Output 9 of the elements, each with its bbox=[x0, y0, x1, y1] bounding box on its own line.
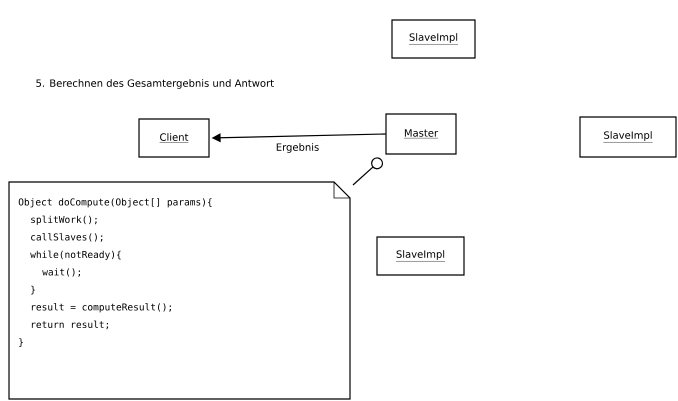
class-box: SlaveImpl bbox=[391, 19, 476, 59]
class-box: Master bbox=[385, 113, 457, 155]
note-box: Object doCompute(Object[] params){ splitWork(); callSlaves(); while(notReady){ wait(); } result = computeResult(); return result; } bbox=[8, 181, 351, 400]
arrow bbox=[352, 157, 384, 186]
class-box: Client bbox=[138, 118, 210, 158]
class-box: SlaveImpl bbox=[579, 116, 677, 158]
edge-label: Ergebnis bbox=[274, 142, 320, 154]
class-box: SlaveImpl bbox=[376, 236, 465, 276]
heading: 5. Berechnen des Gesamtergebnis und Antwort bbox=[36, 79, 274, 89]
